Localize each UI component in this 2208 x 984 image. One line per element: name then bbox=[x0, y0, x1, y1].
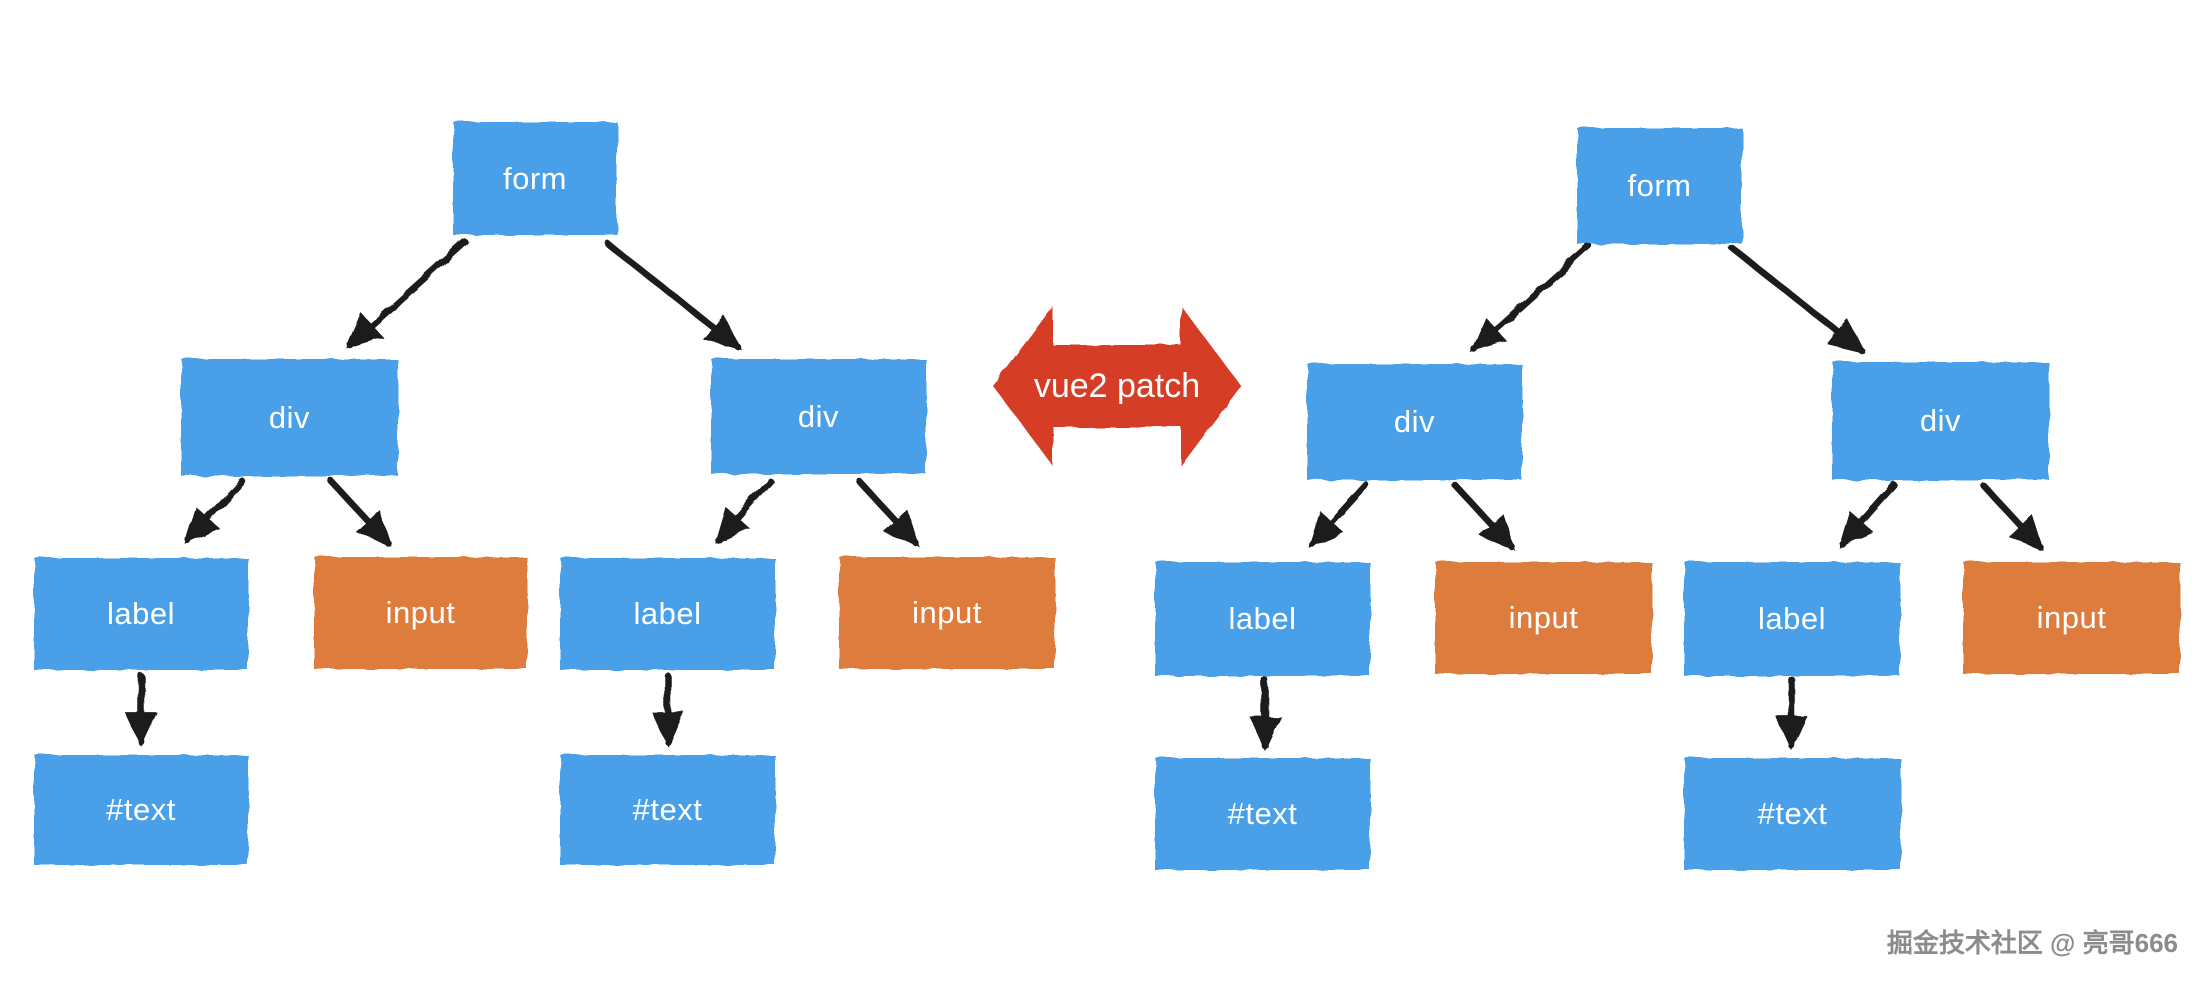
node-label: #text bbox=[632, 792, 703, 827]
node-label: label bbox=[1758, 601, 1826, 636]
node-label: div bbox=[1393, 404, 1436, 439]
node-label: form bbox=[1627, 168, 1692, 203]
edge-new-form-to-div-left bbox=[1470, 242, 1593, 353]
edge-old-div-to-input-left bbox=[327, 477, 392, 547]
old-tree-input-left-node: input bbox=[314, 557, 527, 669]
node-label: div bbox=[1919, 403, 1962, 438]
node-label: form bbox=[503, 160, 567, 196]
node-label: label bbox=[1228, 601, 1297, 636]
node-background bbox=[1963, 562, 2180, 674]
node-label: #text bbox=[1227, 796, 1298, 831]
edge-new-div-to-input-left bbox=[1451, 481, 1516, 551]
node-label: label bbox=[633, 596, 702, 631]
node-background bbox=[181, 359, 398, 476]
edge-old-div-to-label-left bbox=[184, 477, 246, 544]
old-tree-text-right-node: #text bbox=[560, 755, 775, 865]
edge-old-form-to-div-left bbox=[346, 238, 469, 349]
new-tree-text-right-node: #text bbox=[1684, 758, 1901, 870]
node-background bbox=[560, 755, 775, 865]
node-background bbox=[560, 558, 775, 670]
new-tree-form-node: form bbox=[1577, 128, 1742, 244]
node-label: input bbox=[385, 595, 456, 630]
edge-new-div-to-label-right bbox=[1838, 481, 1898, 548]
new-tree-text-left-node: #text bbox=[1155, 758, 1370, 870]
edge-new-form-to-div-right bbox=[1728, 244, 1866, 354]
patch-arrow-label: vue2 patch bbox=[1033, 366, 1201, 405]
node-background bbox=[34, 558, 248, 670]
new-tree-input-left-node: input bbox=[1435, 562, 1652, 674]
node-background bbox=[34, 755, 248, 865]
edge-old-div-to-input-right bbox=[855, 477, 920, 547]
node-background bbox=[1155, 562, 1370, 676]
old-tree-label-left-node: label bbox=[34, 558, 248, 670]
node-label: div bbox=[797, 398, 840, 434]
new-tree-div-right-node: div bbox=[1832, 362, 2049, 480]
node-background bbox=[314, 557, 527, 669]
old-tree-div-left-node: div bbox=[181, 359, 398, 476]
new-tree-label-right-node: label bbox=[1684, 562, 1900, 676]
node-background bbox=[1577, 128, 1742, 244]
new-tree-label-left-node: label bbox=[1155, 562, 1370, 676]
node-background bbox=[453, 122, 617, 235]
node-label: input bbox=[1508, 600, 1579, 635]
edge-old-form-to-div-right bbox=[604, 240, 742, 350]
old-tree-form-node: form bbox=[453, 122, 617, 235]
new-tree-div-left-node: div bbox=[1307, 364, 1522, 480]
node-background bbox=[1832, 362, 2049, 480]
node-label: #text bbox=[1757, 796, 1828, 831]
old-tree-text-left-node: #text bbox=[34, 755, 248, 865]
node-background bbox=[1684, 562, 1900, 676]
node-background bbox=[1155, 758, 1370, 870]
new-tree-input-right-node: input bbox=[1963, 562, 2180, 674]
node-label: div bbox=[268, 399, 311, 435]
node-background bbox=[1684, 758, 1901, 870]
node-label: input bbox=[912, 595, 982, 630]
node-label: #text bbox=[106, 792, 176, 827]
old-tree-div-right-node: div bbox=[711, 359, 926, 474]
node-background bbox=[1435, 562, 1652, 674]
edge-new-div-to-input-right bbox=[1979, 481, 2044, 551]
node-background bbox=[839, 557, 1055, 669]
edge-new-div-to-label-left bbox=[1308, 481, 1370, 548]
node-background bbox=[1307, 364, 1522, 480]
node-label: label bbox=[107, 596, 175, 631]
node-background bbox=[711, 359, 926, 474]
node-label: input bbox=[2036, 600, 2107, 635]
old-tree-label-right-node: label bbox=[560, 558, 775, 670]
edge-old-div-to-label-right bbox=[714, 477, 774, 544]
old-tree-input-right-node: input bbox=[839, 557, 1055, 669]
double-arrow-icon bbox=[993, 306, 1241, 466]
vue2-patch-arrow: vue2 patch bbox=[993, 303, 1241, 469]
watermark-text: 掘金技术社区 @ 亮哥666 bbox=[1886, 928, 2178, 958]
